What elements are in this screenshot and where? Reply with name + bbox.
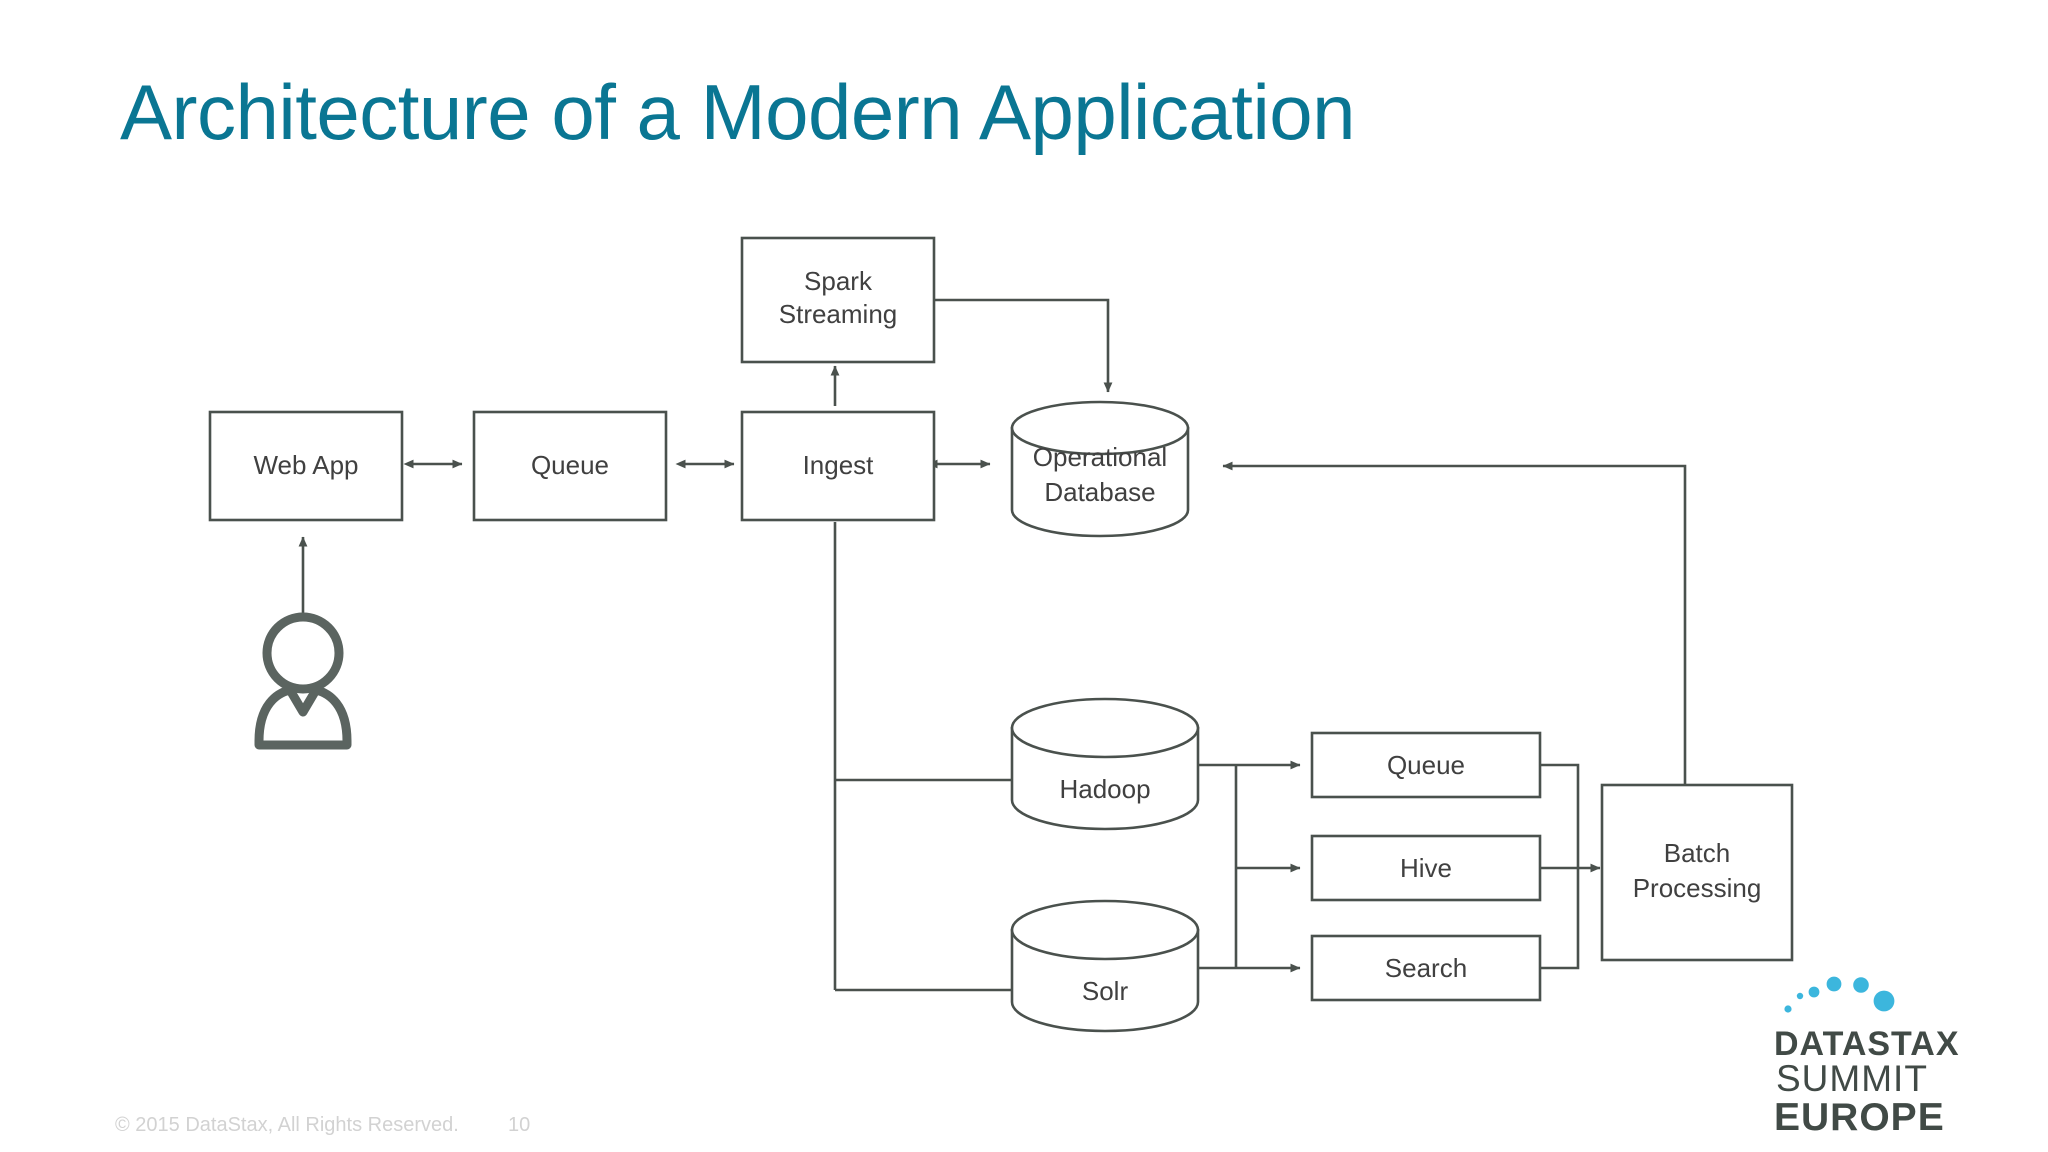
logo-dots-icon [1784,976,1895,1013]
node-solr-top [1010,899,1200,961]
node-queue-batch[interactable]: Queue [1310,731,1542,799]
node-web-app-label: Web App [253,450,358,480]
node-batch-processing-label-line1: Batch [1664,838,1731,868]
node-queue-front[interactable]: Queue [472,410,668,522]
node-search[interactable]: Search [1310,934,1542,1002]
footer-page-number: 10 [508,1114,531,1136]
node-spark-streaming-label-line2: Streaming [779,299,898,329]
node-operational-database[interactable]: Operational Database [1010,400,1190,538]
node-search-label: Search [1385,953,1467,983]
datastax-summit-europe-logo: DATASTAX SUMMIT EUROPE [1774,976,1960,1139]
node-spark-streaming[interactable]: Spark Streaming [740,236,936,364]
connector-queue-batch-merge [1540,763,1580,868]
node-queue-batch-shape [1310,731,1542,799]
node-web-app-shape [208,410,404,522]
node-ingest-shape [740,410,936,522]
node-hive-shape [1310,834,1542,902]
node-operational-database-body [1010,426,1190,538]
node-spark-streaming-label-line1: Spark [804,266,873,296]
node-batch-processing[interactable]: Batch Processing [1600,783,1794,962]
node-ingest[interactable]: Ingest [740,410,936,522]
node-batch-processing-label-line2: Processing [1633,873,1762,903]
node-spark-streaming-shape [740,236,936,364]
node-solr-label: Solr [1082,976,1129,1006]
page-title: Architecture of a Modern Application [120,68,1356,156]
node-search-shape [1310,934,1542,1002]
connector-batch-opdb [1222,461,1687,785]
node-queue-batch-label: Queue [1387,750,1465,780]
node-hadoop[interactable]: Hadoop [1010,697,1200,831]
node-operational-database-top [1010,400,1190,456]
node-web-app[interactable]: Web App [208,410,404,522]
connector-spark-opdb [930,298,1113,393]
node-hive-label: Hive [1400,853,1452,883]
logo-line2: SUMMIT [1776,1058,1928,1099]
node-hadoop-top [1010,697,1200,759]
logo-line3: EUROPE [1774,1096,1945,1139]
connector-search-merge [1540,868,1580,970]
node-operational-database-label-line2: Database [1044,477,1155,507]
footer-copyright: © 2015 DataStax, All Rights Reserved. [115,1114,459,1136]
node-batch-processing-shape [1600,783,1794,962]
node-queue-front-shape [472,410,668,522]
logo-line1: DATASTAX [1774,1025,1960,1063]
node-ingest-label: Ingest [803,450,875,480]
node-queue-front-label: Queue [531,450,609,480]
person-icon [254,612,352,750]
person-icon-head [262,612,344,694]
node-hadoop-label: Hadoop [1059,774,1150,804]
node-solr[interactable]: Solr [1010,899,1200,1033]
node-operational-database-label-line1: Operational [1033,442,1167,472]
node-hive[interactable]: Hive [1310,834,1542,902]
person-icon-body [254,685,352,750]
